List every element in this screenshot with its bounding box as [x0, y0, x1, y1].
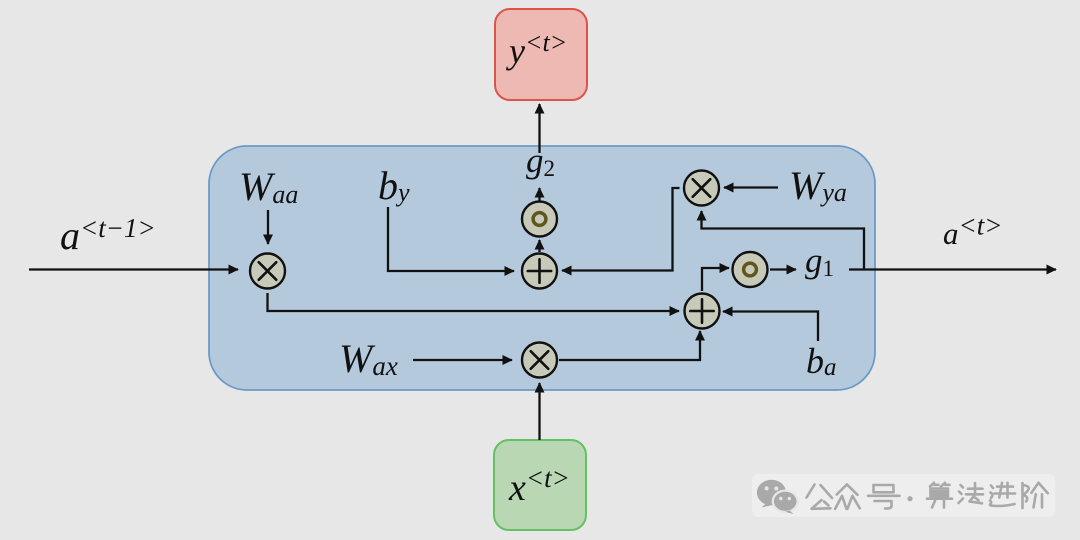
- svg-text:a<t>: a<t>: [943, 211, 1002, 252]
- svg-text:a<t−1>: a<t−1>: [60, 213, 156, 258]
- svg-text:g1: g1: [805, 241, 834, 281]
